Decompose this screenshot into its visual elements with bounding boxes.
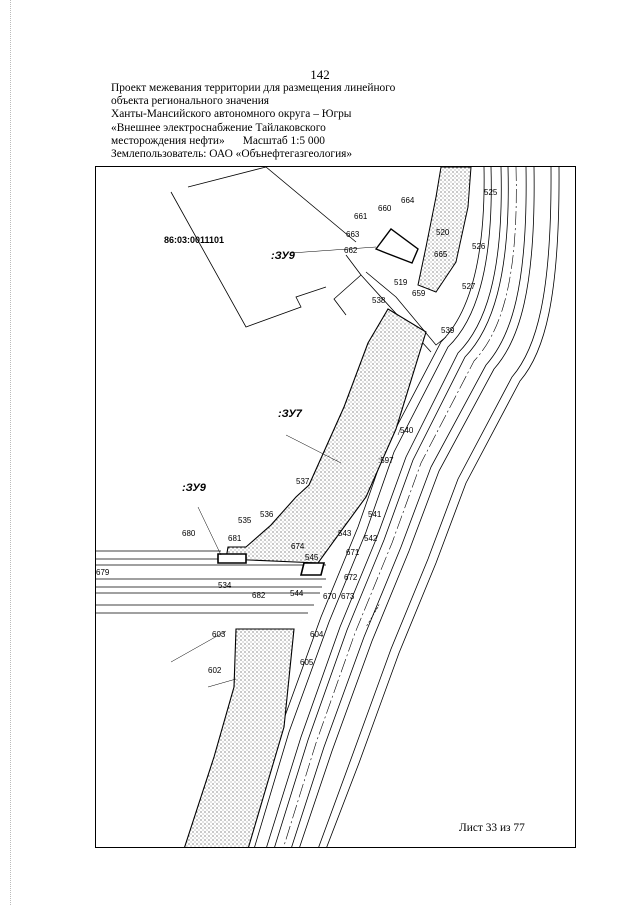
header-line-5-text: месторождения нефти» bbox=[111, 134, 225, 147]
point-label: 671 bbox=[346, 548, 360, 557]
point-label: 527 bbox=[462, 282, 476, 291]
point-label: :597 bbox=[378, 456, 394, 465]
parcel-zu7 bbox=[225, 308, 427, 564]
scan-edge bbox=[10, 0, 12, 905]
zone-label-zu9-left: :ЗУ9 bbox=[182, 482, 207, 494]
point-label: 605 bbox=[300, 658, 314, 667]
leader-lines bbox=[170, 246, 402, 688]
point-label: 679 bbox=[96, 568, 110, 577]
zone-label-zu9-top: :ЗУ9 bbox=[271, 250, 296, 262]
point-label: 681 bbox=[228, 534, 242, 543]
parcel-strip-top bbox=[417, 167, 472, 293]
corridor-axis bbox=[283, 167, 517, 847]
side-road-lines bbox=[96, 550, 326, 614]
parcel-zu9-top bbox=[374, 228, 419, 264]
point-label: 670 bbox=[323, 592, 337, 601]
point-label: 659 bbox=[412, 289, 426, 298]
map-drawing: 525 526 527 520 665 664 660 661 663 662 … bbox=[96, 167, 560, 847]
road-corridor-lines bbox=[246, 167, 560, 847]
point-label: 673 bbox=[341, 592, 355, 601]
point-label: 526 bbox=[472, 242, 486, 251]
header-line-6: Землепользователь: ОАО «Обънефтегазгеоло… bbox=[111, 148, 353, 161]
point-label: 538 bbox=[372, 296, 386, 305]
point-label: 542 bbox=[364, 534, 378, 543]
point-label: 660 bbox=[378, 204, 392, 213]
point-label: 520 bbox=[436, 228, 450, 237]
sheet-number: Лист 33 из 77 bbox=[459, 822, 525, 834]
point-label: 537 bbox=[296, 477, 310, 486]
point-label: 672 bbox=[344, 573, 358, 582]
map-scale: Масштаб 1:5 000 bbox=[242, 134, 326, 147]
point-label: 519 bbox=[394, 278, 408, 287]
point-label: 665 bbox=[434, 250, 448, 259]
point-label: 680 bbox=[182, 529, 196, 538]
point-label: 661 bbox=[354, 212, 368, 221]
cadastral-block-label: 86:03:0011101 bbox=[164, 235, 224, 245]
survey-map: 525 526 527 520 665 664 660 661 663 662 … bbox=[95, 166, 576, 848]
point-label: 682 bbox=[252, 591, 266, 600]
point-label: 525 bbox=[484, 188, 498, 197]
parcel-zu9-left bbox=[217, 553, 247, 564]
point-labels: 525 526 527 520 665 664 660 661 663 662 … bbox=[96, 188, 498, 675]
point-label: 541 bbox=[368, 510, 382, 519]
point-label: 543 bbox=[338, 529, 352, 538]
point-label: 604 bbox=[310, 630, 324, 639]
point-label: 545 bbox=[305, 553, 319, 562]
parcel-strip-bottom bbox=[184, 628, 295, 847]
point-label: 536 bbox=[260, 510, 274, 519]
point-label: 535 bbox=[238, 516, 252, 525]
document-header: Проект межевания территории для размещен… bbox=[111, 82, 431, 161]
parcel-small-bottom bbox=[299, 562, 326, 576]
point-label: 534 bbox=[218, 581, 232, 590]
point-label: 662 bbox=[344, 246, 358, 255]
header-line-2: объекта регионального значения bbox=[111, 95, 270, 108]
header-line-1: Проект межевания территории для размещен… bbox=[111, 82, 396, 94]
zone-label-zu7: :ЗУ7 bbox=[278, 408, 303, 420]
point-label: 674 bbox=[291, 542, 305, 551]
header-line-4: «Внешнее электроснабжение Тайлаковского bbox=[111, 121, 326, 134]
header-line-5: месторождения нефти» Масштаб 1:5 000 bbox=[111, 135, 431, 148]
point-label: 664 bbox=[401, 196, 415, 205]
point-label: 602 bbox=[208, 666, 222, 675]
point-label: 544 bbox=[290, 589, 304, 598]
point-label: 540 bbox=[400, 426, 414, 435]
point-label: 603 bbox=[212, 630, 226, 639]
header-line-3: Ханты-Мансийского автономного округа – Ю… bbox=[111, 108, 352, 121]
building-outline bbox=[170, 167, 447, 353]
boundary-dashes bbox=[365, 602, 381, 628]
point-label: 539 bbox=[441, 326, 455, 335]
point-label: 663 bbox=[346, 230, 360, 239]
page-number: 142 bbox=[310, 67, 330, 82]
